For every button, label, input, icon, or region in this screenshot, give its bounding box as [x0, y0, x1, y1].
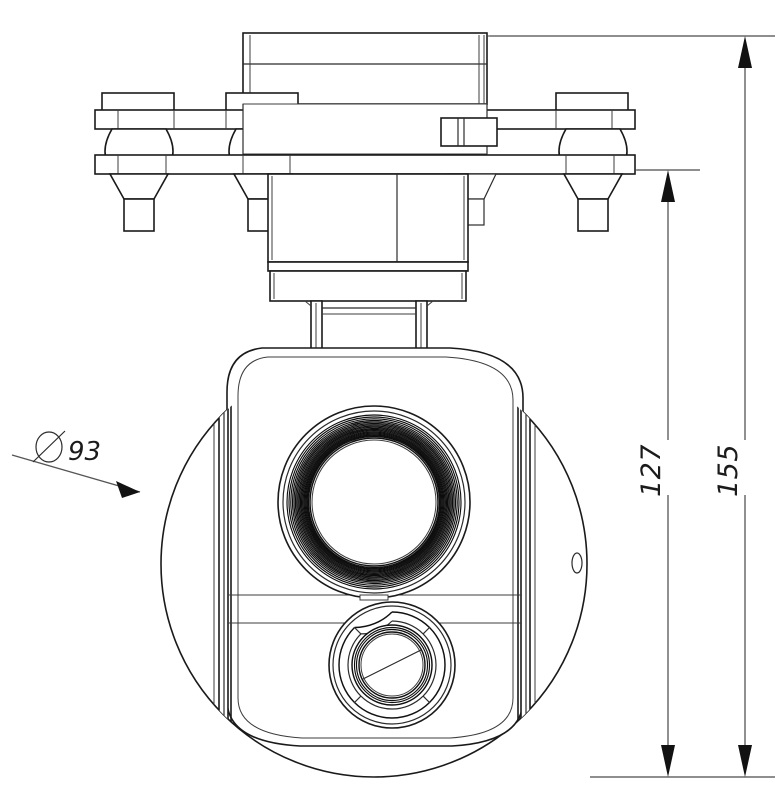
leader-arrow-icon [116, 481, 140, 498]
underside-connector-block [440, 117, 498, 147]
lower-mounting-plate [94, 154, 680, 175]
main-optical-lens [277, 405, 471, 601]
dimension-127-value: 127 [636, 444, 667, 497]
top-connector-housing [242, 32, 488, 105]
arrow-up-icon [738, 36, 752, 68]
thermal-sensor-lens [328, 601, 456, 729]
side-port-hole [571, 552, 583, 574]
gimbal-neck [304, 300, 434, 353]
dimension-127: 127 [590, 169, 700, 778]
arrow-down-icon [738, 745, 752, 777]
diameter-dimension: 93 [11, 430, 141, 498]
dimension-155: 155 [490, 35, 775, 778]
arrow-down-icon [661, 745, 675, 777]
arrow-up-icon [661, 170, 675, 202]
diameter-value: 93 [68, 437, 101, 467]
yaw-motor-housing [267, 173, 469, 302]
mounting-posts [108, 173, 624, 232]
dimension-155-value: 155 [713, 444, 744, 497]
diameter-icon [32, 430, 66, 463]
